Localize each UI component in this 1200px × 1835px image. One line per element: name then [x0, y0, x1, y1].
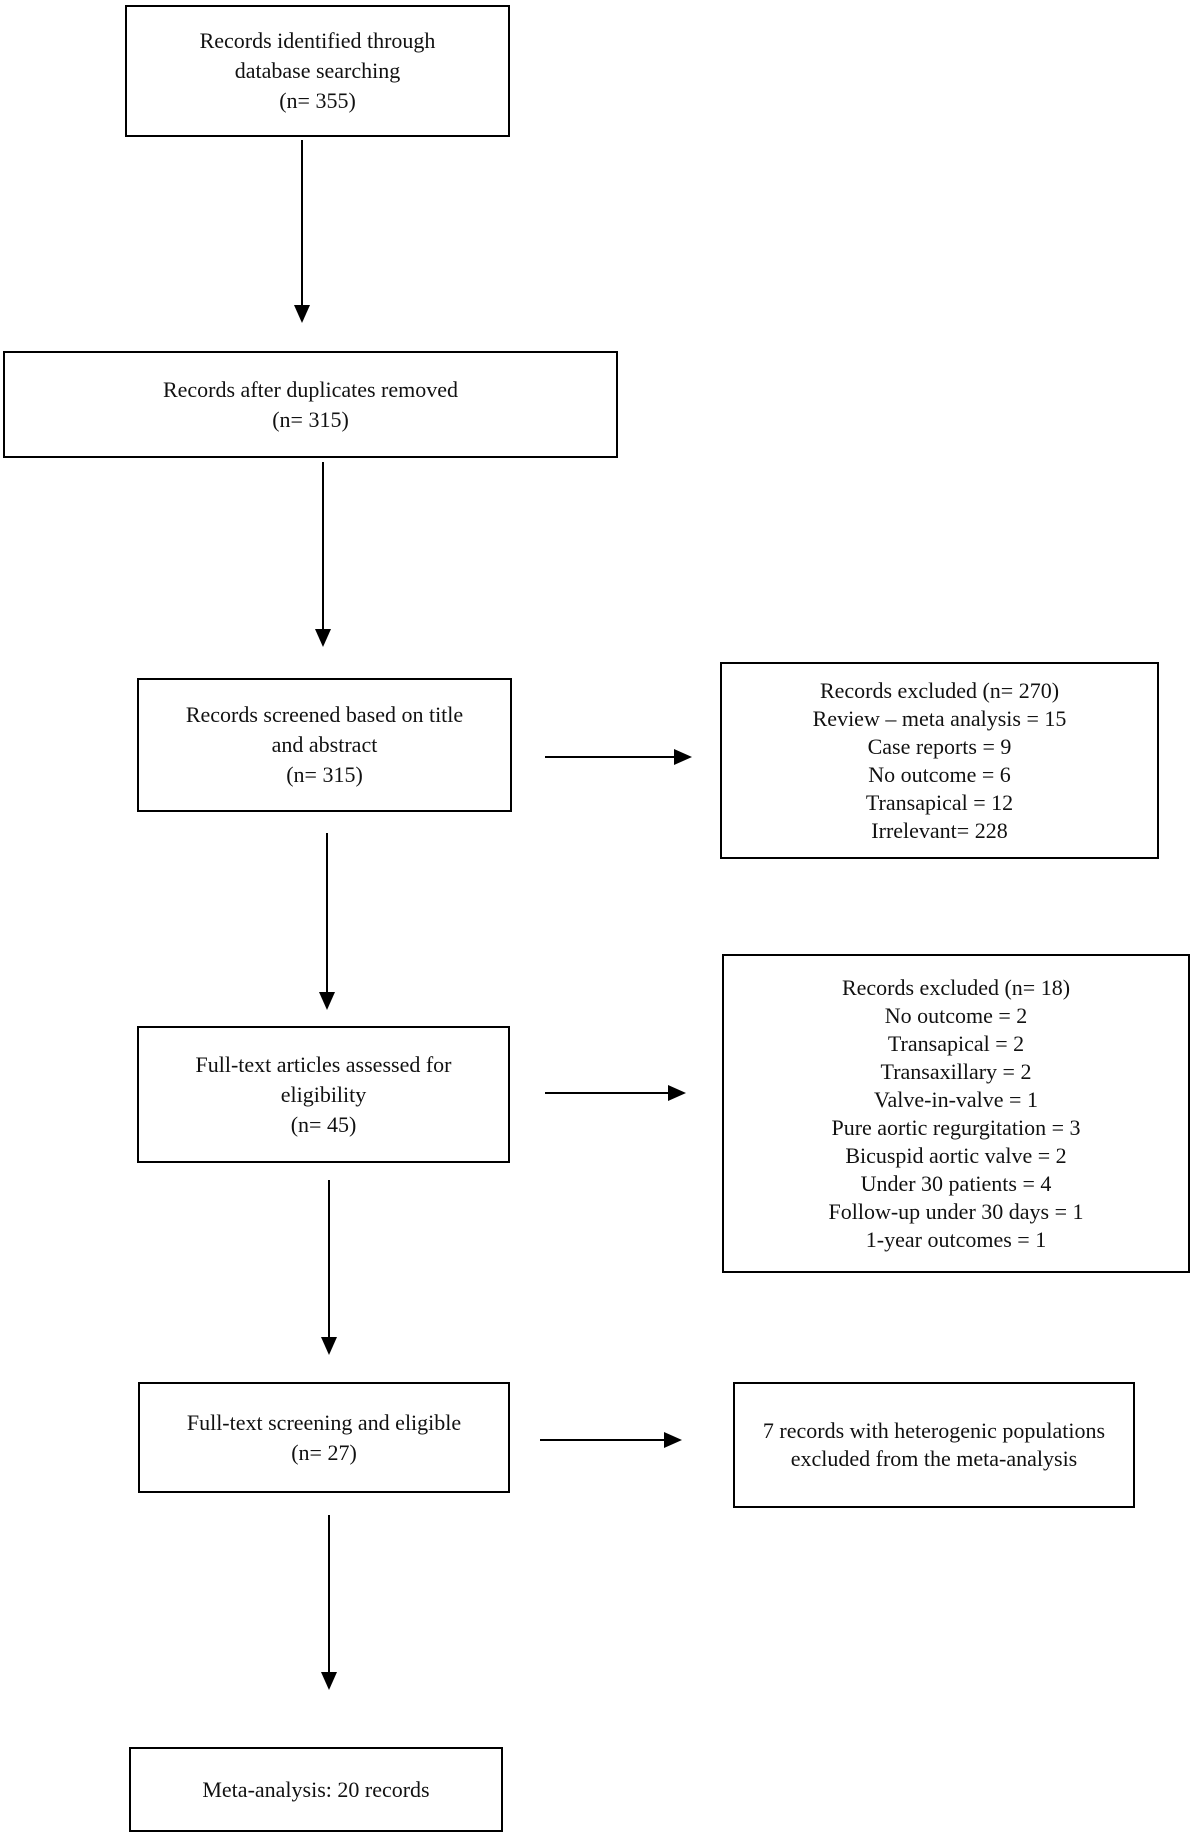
- box-text-line: (n= 45): [290, 1111, 357, 1137]
- box-text-line: Transapical = 2: [887, 1030, 1025, 1056]
- box-text-line: Under 30 patients = 4: [860, 1170, 1052, 1196]
- box-text-line: (n= 355): [279, 88, 356, 113]
- arrow-right-screened-to-excluded: [545, 756, 675, 758]
- box-text-line: Follow-up under 30 days = 1: [828, 1198, 1084, 1224]
- arrow-right-eligible-to-heterogenic: [540, 1439, 665, 1441]
- box-text-line: Irrelevant= 228: [871, 817, 1008, 843]
- box-text-line: No outcome = 2: [884, 1002, 1028, 1028]
- box-text-line: Full-text screening and eligible: [186, 1409, 462, 1435]
- arrow-down-duplicates-to-screened: [322, 462, 324, 630]
- box-text-line: Records excluded (n= 18): [841, 974, 1071, 1000]
- box-text-line: database searching: [234, 58, 401, 83]
- box-text-line: 7 records with heterogenic populations: [762, 1418, 1106, 1443]
- box-excluded-fulltext: Records excluded (n= 18) No outcome = 2 …: [722, 954, 1190, 1273]
- box-text-line: (n= 27): [291, 1439, 357, 1465]
- box-text-line: Meta-analysis: 20 records: [202, 1776, 430, 1802]
- box-text-line: 1-year outcomes = 1: [865, 1226, 1047, 1252]
- box-text-line: Records after duplicates removed: [162, 376, 459, 402]
- box-records-identified: Records identified through database sear…: [125, 5, 510, 137]
- box-text-line: Transapical = 12: [865, 789, 1014, 815]
- box-text-line: Full-text articles assessed for: [195, 1051, 452, 1077]
- box-text-line: Records screened based on title: [185, 702, 464, 727]
- box-fulltext-eligible: Full-text screening and eligible (n= 27): [138, 1382, 510, 1493]
- box-text-line: (n= 315): [286, 762, 363, 787]
- box-text-line: excluded from the meta-analysis: [790, 1446, 1078, 1471]
- box-text-line: No outcome = 6: [868, 761, 1011, 787]
- arrow-down-fulltext-to-eligible: [328, 1180, 330, 1338]
- arrow-down-eligible-to-meta: [328, 1515, 330, 1673]
- box-text-line: Case reports = 9: [867, 733, 1012, 759]
- box-text-line: and abstract: [271, 732, 378, 757]
- box-meta-analysis: Meta-analysis: 20 records: [129, 1747, 503, 1832]
- box-excluded-screening: Records excluded (n= 270) Review – meta …: [720, 662, 1159, 859]
- box-text-line: Transaxillary = 2: [880, 1058, 1032, 1084]
- box-text-line: Pure aortic regurgitation = 3: [831, 1114, 1081, 1140]
- box-text-line: eligibility: [280, 1081, 367, 1107]
- box-text-line: Review – meta analysis = 15: [812, 705, 1067, 731]
- box-records-screened: Records screened based on title and abst…: [137, 678, 512, 812]
- arrow-down-identified-to-duplicates: [301, 140, 303, 306]
- box-excluded-heterogenic: 7 records with heterogenic populations e…: [733, 1382, 1135, 1508]
- box-text-line: (n= 315): [272, 406, 349, 432]
- arrow-down-screened-to-fulltext: [326, 833, 328, 993]
- box-duplicates-removed: Records after duplicates removed (n= 315…: [3, 351, 618, 458]
- box-text-line: Records excluded (n= 270): [819, 677, 1060, 703]
- box-text-line: Valve-in-valve = 1: [874, 1086, 1038, 1112]
- box-fulltext-assessed: Full-text articles assessed for eligibil…: [137, 1026, 510, 1163]
- box-text-line: Bicuspid aortic valve = 2: [845, 1142, 1067, 1168]
- box-text-line: Records identified through: [199, 28, 436, 53]
- arrow-right-fulltext-to-excluded: [545, 1092, 669, 1094]
